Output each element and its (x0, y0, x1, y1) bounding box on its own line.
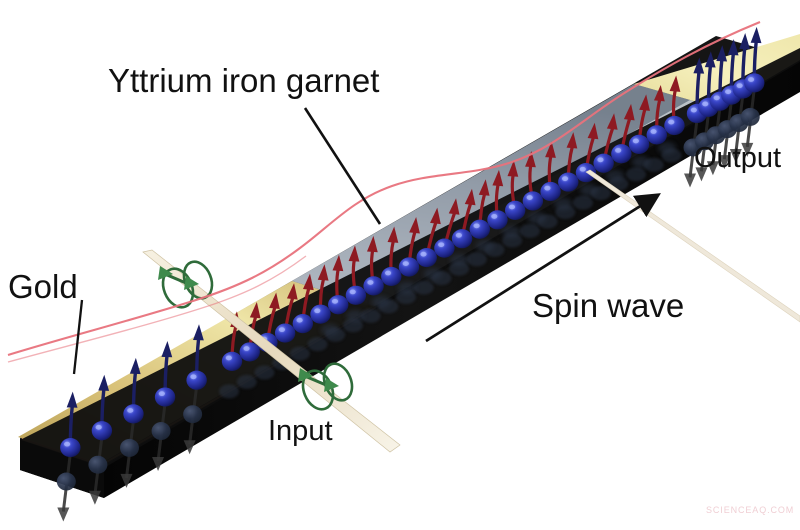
spin-yig-16 (502, 160, 526, 248)
leader-yig (303, 107, 382, 225)
spin-yig-5 (307, 264, 331, 352)
label-spin-wave: Spin wave (532, 287, 685, 324)
spin-yig-4 (289, 273, 314, 361)
precession-coil-lower (298, 362, 354, 411)
label-gold: Gold (8, 268, 78, 305)
spin-yig-25 (661, 75, 685, 163)
spin-goldL-2 (119, 357, 144, 488)
spin-goldR-3 (717, 39, 742, 170)
input-antenna-group (142, 249, 401, 453)
spin-wave-envelope-lower (7, 255, 307, 363)
spin-yig-21 (590, 113, 618, 201)
spin-yig-9 (378, 226, 402, 314)
spin-yig-10 (396, 217, 420, 304)
spin-goldL-0 (56, 391, 81, 522)
spin-yig-24 (643, 84, 667, 172)
spin-array (56, 26, 765, 522)
spin-yig-6 (325, 254, 349, 342)
spin-goldL-1 (88, 374, 113, 505)
spin-wave-envelope (7, 21, 761, 357)
spin-yig-23 (626, 94, 650, 182)
spin-yig-7 (342, 245, 367, 333)
watermark: SCIENCEAQ.COM (706, 505, 795, 515)
spin-yig-19 (555, 132, 579, 220)
spin-yig-1 (236, 301, 261, 389)
substrate-left-end (20, 438, 104, 498)
spin-yig-11 (413, 207, 441, 295)
leader-gold (72, 299, 84, 375)
spin-wave-direction-arrow (425, 193, 661, 343)
spin-yig-12 (431, 198, 460, 286)
input-antenna (142, 249, 401, 453)
spin-goldR-1 (694, 51, 719, 182)
spin-yig-14 (466, 179, 490, 267)
spin-yig-20 (572, 122, 599, 210)
label-input: Input (268, 415, 333, 447)
spin-yig-15 (484, 169, 508, 257)
precession-coil-upper (158, 260, 214, 309)
spin-yig-8 (360, 235, 384, 323)
label-output: Output (694, 142, 782, 174)
spin-goldL-3 (151, 341, 176, 472)
spin-yig-17 (519, 150, 544, 238)
spin-yig-13 (449, 188, 476, 276)
label-yttrium-iron-garnet: Yttrium iron garnet (108, 62, 380, 99)
spin-goldL-4 (183, 324, 207, 455)
spin-yig-18 (537, 141, 561, 229)
spin-goldR-5 (740, 26, 765, 157)
